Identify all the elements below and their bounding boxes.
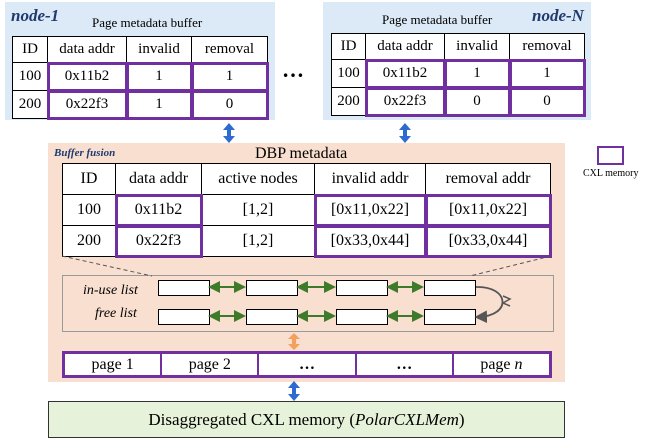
node-n-buffer-label: Page metadata buffer bbox=[382, 12, 493, 27]
col-id: ID bbox=[12, 36, 48, 63]
table-row: 100 0x11b2 1 1 bbox=[331, 58, 586, 89]
node-1-buffer-label: Page metadata buffer bbox=[92, 15, 203, 30]
legend-label: CXL memory bbox=[583, 168, 639, 179]
table-row: 200 0x22f3 0 0 bbox=[331, 86, 586, 117]
free-node bbox=[424, 309, 476, 325]
cell-data-addr: 0x22f3 bbox=[114, 224, 203, 258]
cell-removal: 1 bbox=[508, 58, 586, 89]
cell-active-nodes: [1,2] bbox=[201, 194, 315, 226]
cell-invalid: 1 bbox=[443, 58, 511, 89]
blue-double-arrow-icon bbox=[288, 381, 300, 401]
col-removal: removal bbox=[191, 36, 268, 63]
page-ellipsis: … bbox=[357, 354, 454, 375]
col-id: ID bbox=[62, 163, 116, 195]
table-row: 100 0x11b2 1 1 bbox=[12, 61, 269, 92]
in-use-node bbox=[158, 280, 210, 296]
page-n: page n bbox=[480, 356, 523, 373]
cell-id: 100 bbox=[12, 62, 48, 91]
col-invalid: invalid bbox=[444, 33, 510, 60]
page-1: page 1 bbox=[65, 354, 163, 375]
cell-removal: 0 bbox=[508, 86, 586, 117]
cell-removal: 1 bbox=[190, 61, 269, 92]
blue-double-arrow-icon bbox=[223, 123, 235, 143]
cell-invalid: 1 bbox=[125, 89, 193, 120]
col-invalid-addr: invalid addr bbox=[314, 163, 426, 195]
list-area bbox=[62, 275, 554, 332]
page-2: page 2 bbox=[162, 354, 260, 375]
cxl-memory-suffix: ) bbox=[458, 410, 465, 429]
cell-data-addr: 0x11b2 bbox=[114, 193, 203, 227]
col-removal-addr: removal addr bbox=[425, 163, 551, 195]
in-use-node bbox=[246, 280, 298, 296]
legend-swatch bbox=[597, 146, 624, 165]
dbp-metadata-table: ID data addr active nodes invalid addr r… bbox=[62, 163, 552, 258]
table-row: 200 0x22f3 1 0 bbox=[12, 89, 269, 120]
cell-id: 100 bbox=[331, 59, 366, 88]
free-node bbox=[336, 309, 388, 325]
cxl-memory-prefix: Disaggregated CXL memory ( bbox=[148, 410, 356, 429]
node-n-metadata-table: ID data addr invalid removal 100 0x11b2 … bbox=[331, 33, 586, 117]
cell-removal: 0 bbox=[190, 89, 269, 120]
in-use-list-label: in-use list bbox=[83, 283, 138, 298]
cell-invalid-addr: [0x11,0x22] bbox=[313, 193, 427, 227]
cell-invalid-addr: [0x33,0x44] bbox=[313, 224, 427, 258]
cell-invalid: 0 bbox=[443, 86, 511, 117]
col-id: ID bbox=[331, 33, 366, 60]
free-node bbox=[246, 309, 298, 325]
cxl-memory-name: PolarCXLMem bbox=[355, 410, 459, 429]
node-1-metadata-table: ID data addr invalid removal 100 0x11b2 … bbox=[12, 36, 269, 120]
cell-removal-addr: [0x11,0x22] bbox=[424, 193, 552, 227]
free-node bbox=[158, 309, 210, 325]
cell-data-addr: 0x22f3 bbox=[364, 86, 446, 117]
dbp-metadata-label: DBP metadata bbox=[255, 145, 348, 162]
cell-invalid: 1 bbox=[125, 61, 193, 92]
buffer-fusion-label: Buffer fusion bbox=[54, 147, 116, 159]
page-ellipsis: … bbox=[259, 354, 357, 375]
cell-active-nodes: [1,2] bbox=[201, 225, 315, 257]
cell-data-addr: 0x22f3 bbox=[46, 89, 128, 120]
cell-data-addr: 0x11b2 bbox=[46, 61, 128, 92]
col-removal: removal bbox=[509, 33, 585, 60]
pages-row: page 1 page 2 … … page n bbox=[62, 351, 552, 378]
cxl-memory-box: Disaggregated CXL memory (PolarCXLMem) bbox=[48, 401, 565, 438]
cell-id: 200 bbox=[331, 87, 366, 116]
cell-data-addr: 0x11b2 bbox=[364, 58, 446, 89]
cell-id: 100 bbox=[62, 194, 116, 226]
table-row: 200 0x22f3 [1,2] [0x33,0x44] [0x33,0x44] bbox=[62, 224, 552, 258]
col-active-nodes: active nodes bbox=[201, 163, 315, 195]
cell-id: 200 bbox=[12, 90, 48, 119]
blue-double-arrow-icon bbox=[399, 123, 411, 143]
in-use-node bbox=[336, 280, 388, 296]
node-1-title: node-1 bbox=[11, 6, 60, 25]
col-data-addr: data addr bbox=[365, 33, 445, 60]
node-ellipsis: … bbox=[282, 57, 306, 82]
col-invalid: invalid bbox=[126, 36, 192, 63]
free-list-label: free list bbox=[95, 306, 137, 321]
node-n-title: node-N bbox=[532, 6, 584, 25]
in-use-node bbox=[424, 280, 476, 296]
col-data-addr: data addr bbox=[115, 163, 202, 195]
col-data-addr: data addr bbox=[47, 36, 127, 63]
cell-id: 200 bbox=[62, 225, 116, 257]
table-row: 100 0x11b2 [1,2] [0x11,0x22] [0x11,0x22] bbox=[62, 193, 552, 227]
cell-removal-addr: [0x33,0x44] bbox=[424, 224, 552, 258]
